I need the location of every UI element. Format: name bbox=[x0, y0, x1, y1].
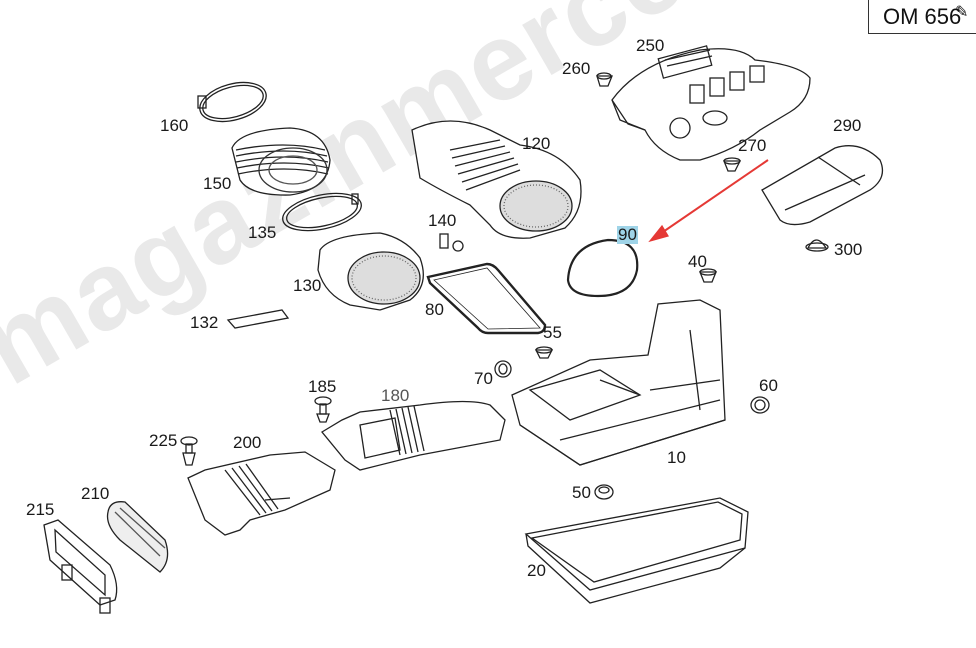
part-180-duct[interactable] bbox=[321, 400, 506, 471]
part-132-pad[interactable] bbox=[226, 309, 290, 329]
label-200[interactable]: 200 bbox=[233, 433, 262, 452]
label-132[interactable]: 132 bbox=[190, 313, 219, 332]
label-60[interactable]: 60 bbox=[759, 376, 778, 395]
label-180[interactable]: 180 bbox=[381, 386, 410, 405]
label-70[interactable]: 70 bbox=[474, 369, 493, 388]
engine-model-badge: OM 656 bbox=[868, 0, 976, 34]
part-10-filter-housing[interactable] bbox=[511, 299, 726, 466]
engine-model-text: OM 656 bbox=[883, 4, 962, 29]
label-55[interactable]: 55 bbox=[543, 323, 562, 342]
label-80[interactable]: 80 bbox=[425, 300, 444, 319]
part-260-grommet[interactable] bbox=[596, 72, 613, 87]
label-40[interactable]: 40 bbox=[688, 252, 707, 271]
part-300-grommet[interactable] bbox=[805, 239, 829, 252]
label-10[interactable]: 10 bbox=[667, 448, 686, 467]
part-60-grommet[interactable] bbox=[750, 396, 770, 414]
part-130-air-intake[interactable] bbox=[317, 232, 424, 311]
label-225[interactable]: 225 bbox=[149, 431, 178, 450]
part-120-intake-duct[interactable] bbox=[411, 120, 582, 239]
label-150[interactable]: 150 bbox=[203, 174, 232, 193]
label-215[interactable]: 215 bbox=[26, 500, 55, 519]
label-185[interactable]: 185 bbox=[308, 377, 337, 396]
part-215-frame[interactable] bbox=[43, 519, 118, 614]
part-55-grommet[interactable] bbox=[534, 346, 554, 359]
part-210-grille[interactable] bbox=[106, 501, 169, 573]
part-290-cover[interactable] bbox=[761, 145, 884, 226]
part-140-sensor-clip[interactable] bbox=[439, 233, 464, 252]
label-300[interactable]: 300 bbox=[834, 240, 863, 259]
label-210[interactable]: 210 bbox=[81, 484, 110, 503]
label-120[interactable]: 120 bbox=[522, 134, 551, 153]
part-135-clamp[interactable] bbox=[279, 187, 364, 237]
part-185-pin[interactable] bbox=[314, 396, 332, 423]
part-200-duct[interactable] bbox=[187, 451, 336, 536]
part-160-clamp[interactable] bbox=[195, 76, 270, 128]
part-40-grommet[interactable] bbox=[699, 268, 717, 283]
label-90[interactable]: 90 bbox=[617, 225, 638, 244]
part-150-bellows[interactable] bbox=[231, 127, 331, 196]
part-20-filter-element[interactable] bbox=[524, 497, 749, 604]
part-90-seal[interactable] bbox=[566, 238, 639, 298]
label-250[interactable]: 250 bbox=[636, 36, 665, 55]
label-50[interactable]: 50 bbox=[572, 483, 591, 502]
part-50-grommet[interactable] bbox=[594, 484, 614, 500]
label-135[interactable]: 135 bbox=[248, 223, 277, 242]
label-270[interactable]: 270 bbox=[738, 136, 767, 155]
part-250-engine-cover[interactable] bbox=[611, 45, 811, 161]
part-225-pin[interactable] bbox=[180, 436, 198, 466]
part-80-gasket[interactable] bbox=[426, 262, 547, 335]
part-270-grommet[interactable] bbox=[723, 157, 742, 172]
label-140[interactable]: 140 bbox=[428, 211, 457, 230]
part-70-grommet[interactable] bbox=[494, 360, 512, 378]
label-160[interactable]: 160 bbox=[160, 116, 189, 135]
label-290[interactable]: 290 bbox=[833, 116, 862, 135]
label-20[interactable]: 20 bbox=[527, 561, 546, 580]
label-260[interactable]: 260 bbox=[562, 59, 591, 78]
label-130[interactable]: 130 bbox=[293, 276, 322, 295]
edit-icon[interactable]: ✎ bbox=[955, 4, 969, 21]
pointer-arrow bbox=[648, 159, 769, 243]
